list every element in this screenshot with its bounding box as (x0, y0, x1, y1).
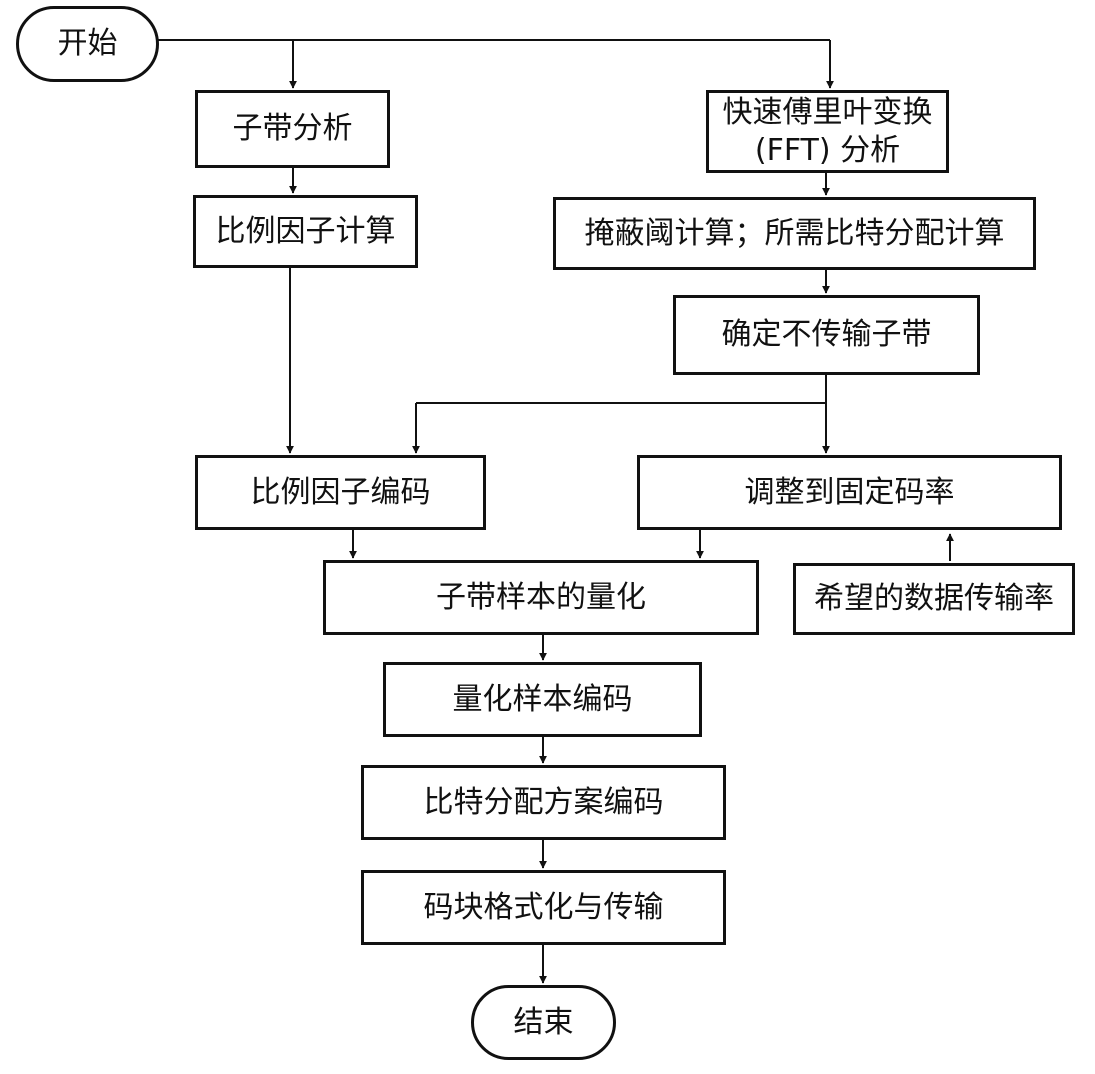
determine-untransmitted-box: 确定不传输子带 (673, 295, 980, 375)
quantized-sample-coding-box: 量化样本编码 (383, 662, 702, 737)
scale-factor-coding-box: 比例因子编码 (195, 455, 486, 530)
block-format-transmit-box: 码块格式化与传输 (361, 870, 726, 945)
subband-analysis-box: 子带分析 (195, 90, 390, 168)
fft-analysis-box: 快速傅里叶变换 (FFT) 分析 (706, 90, 949, 173)
bit-allocation-coding-box: 比特分配方案编码 (361, 765, 726, 840)
start-terminal: 开始 (16, 6, 159, 82)
adjust-fixed-rate-box: 调整到固定码率 (637, 455, 1062, 530)
masking-threshold-calc-box: 掩蔽阈计算；所需比特分配计算 (553, 197, 1036, 270)
end-terminal: 结束 (471, 985, 616, 1060)
scale-factor-calc-box: 比例因子计算 (193, 195, 418, 268)
subband-quantization-box: 子带样本的量化 (323, 560, 759, 635)
desired-rate-box: 希望的数据传输率 (793, 563, 1075, 635)
